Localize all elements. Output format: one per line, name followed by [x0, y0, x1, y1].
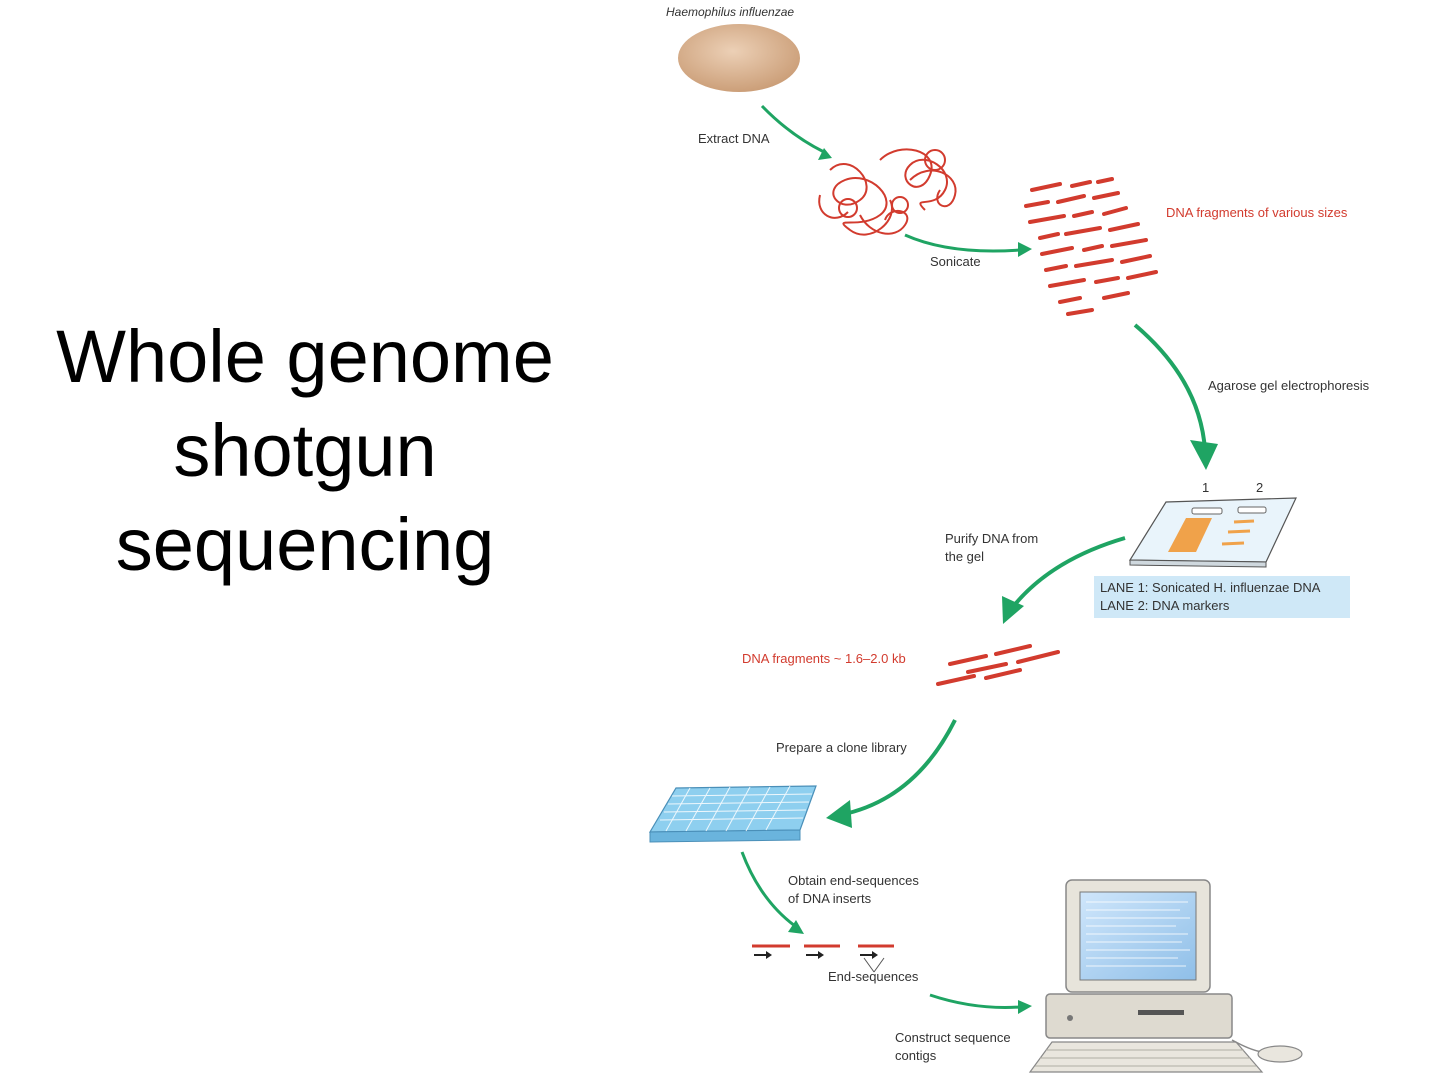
label-lane-number-1: 1	[1202, 480, 1210, 495]
arrow-agarose	[1133, 323, 1207, 451]
arrow-sonicate	[904, 233, 1021, 253]
label-organism: Haemophilus influenzae	[666, 5, 795, 19]
arrow-extract	[760, 104, 825, 154]
end-sequence-inserts	[752, 944, 894, 973]
bacterium-cell	[678, 24, 800, 92]
title-line-2: shotgun	[173, 409, 437, 492]
arrowhead-clone	[826, 800, 852, 828]
label-purify-line-2: the gel	[945, 549, 985, 564]
label-end-seq-line-1: Obtain end-sequences	[788, 873, 919, 888]
arrow-purify	[1010, 536, 1126, 610]
arrowhead-end-sequences	[788, 920, 804, 934]
label-fragments-various: DNA fragments of various sizes	[1166, 205, 1348, 220]
label-extract-dna: Extract DNA	[698, 131, 770, 146]
arrowhead-purify	[1002, 596, 1024, 624]
label-construct-line-2: contigs	[895, 1048, 937, 1063]
label-fragments-sized: DNA fragments ~ 1.6–2.0 kb	[742, 651, 906, 666]
clone-library-plate	[648, 785, 817, 843]
label-end-seq-line-2: of DNA inserts	[788, 891, 872, 906]
dna-fragments-sized	[936, 644, 1060, 686]
gel-slab	[1128, 497, 1297, 568]
label-purify-line-1: Purify DNA from	[945, 531, 1039, 546]
label-clone-library: Prepare a clone library	[776, 740, 907, 755]
label-end-sequences: End-sequences	[828, 969, 919, 984]
arrowhead-sonicate	[1018, 242, 1032, 257]
lane-legend: LANE 1: Sonicated H. influenzae DNA LANE…	[1094, 576, 1350, 618]
label-sonicate: Sonicate	[930, 254, 981, 269]
tangled-dna	[818, 148, 957, 236]
arrow-end-sequences	[740, 851, 796, 928]
arrowhead-construct	[1018, 1000, 1032, 1014]
label-agarose: Agarose gel electrophoresis	[1208, 378, 1370, 393]
label-lane-2: LANE 2: DNA markers	[1100, 598, 1230, 613]
arrowhead-extract	[818, 148, 832, 160]
label-construct-line-1: Construct sequence	[895, 1030, 1011, 1045]
label-lane-number-2: 2	[1256, 480, 1264, 495]
arrowhead-agarose	[1190, 440, 1218, 470]
arrow-construct	[929, 993, 1021, 1009]
title-line-3: sequencing	[115, 503, 495, 586]
arrow-clone	[839, 719, 957, 817]
title-line-1: Whole genome	[56, 315, 554, 398]
label-lane-1: LANE 1: Sonicated H. influenzae DNA	[1100, 580, 1321, 595]
computer-icon	[1028, 879, 1303, 1073]
dna-fragments-various	[1024, 177, 1158, 316]
slide-title: Whole genome shotgun sequencing	[20, 310, 590, 592]
